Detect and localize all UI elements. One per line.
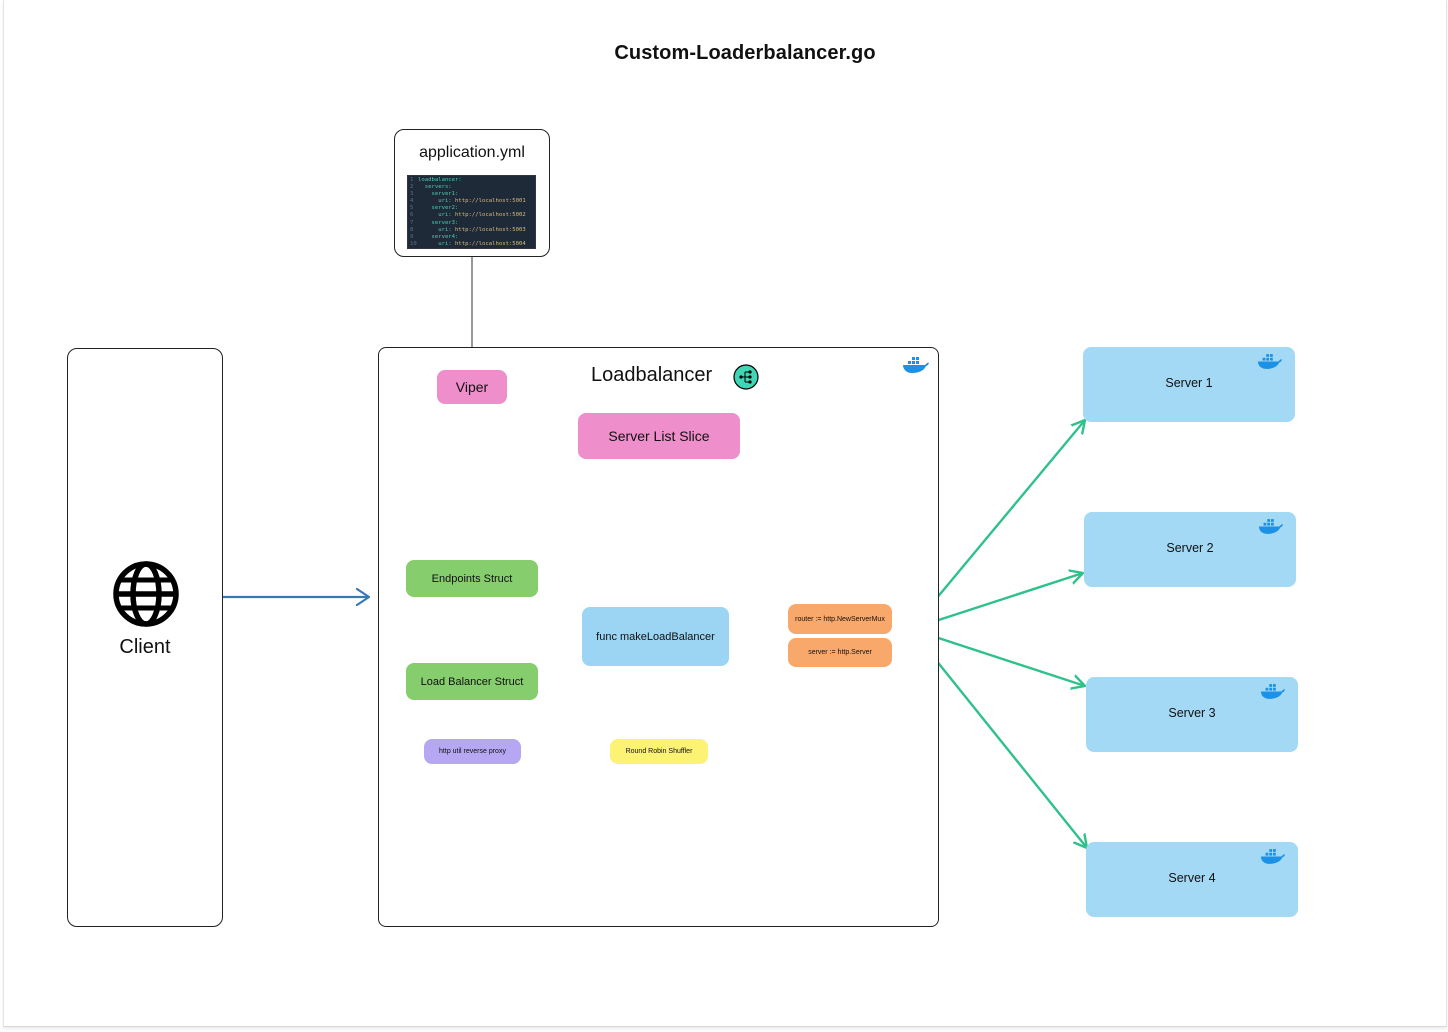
yaml-key: uri: [418,240,456,247]
yaml-code-line: 9 server4: [410,234,535,241]
yaml-code-line: 6 uri: http://localhost:5002 [410,212,535,219]
docker-whale-icon [903,357,929,373]
yaml-line-number: 5 [410,205,414,212]
reverse-proxy-node[interactable]: http util reverse proxy [424,739,521,764]
yaml-key: uri: [418,226,456,233]
yaml-key: server3: [418,219,459,226]
yaml-key: servers: [418,184,452,191]
load-balancer-struct-node[interactable]: Load Balancer Struct [406,663,538,700]
yaml-code-line: 7 server3: [410,220,535,227]
make-load-balancer-node[interactable]: func makeLoadBalancer [582,607,729,666]
router-node[interactable]: router := http.NewServerMux [788,604,892,634]
yaml-code-line: 8 uri: http://localhost:5003 [410,227,535,234]
globe-icon [113,561,179,627]
docker-whale-icon [1260,684,1286,699]
server-3-node[interactable]: Server 3 [1086,677,1298,752]
yaml-line-number: 3 [410,191,414,198]
client-panel[interactable]: Client [67,348,223,927]
loadbalancer-label: Loadbalancer [591,364,713,386]
yaml-code-line: 5 server2: [410,205,535,212]
yaml-line-number: 2 [410,184,414,191]
docker-whale-icon [1257,354,1283,369]
yaml-key: server2: [418,205,459,212]
yaml-value: http://localhost:5003 [455,226,526,233]
yaml-line-number: 6 [410,212,414,219]
yaml-key: server1: [418,191,459,198]
network-hub-icon [733,364,759,390]
server-1-node[interactable]: Server 1 [1083,347,1295,422]
yaml-key: uri: [418,212,456,219]
yaml-key: server4: [418,233,459,240]
yaml-key: loadbalancer: [418,177,462,183]
yaml-line-number: 8 [410,226,414,233]
server-4-node[interactable]: Server 4 [1086,842,1298,917]
yaml-line-number: 7 [410,219,414,226]
yaml-line-number: 4 [410,198,414,205]
docker-whale-icon [1260,849,1286,864]
endpoints-struct-node[interactable]: Endpoints Struct [406,560,538,597]
yaml-value: http://localhost:5004 [455,240,526,247]
viper-node[interactable]: Viper [437,370,507,404]
http-server-node[interactable]: server := http.Server [788,638,892,667]
server-3-label: Server 3 [1168,706,1216,720]
server-2-node[interactable]: Server 2 [1084,512,1296,587]
yaml-line-number: 1 [410,177,414,183]
yaml-code-line: 1 loadbalancer: [410,177,535,184]
server-list-slice-node[interactable]: Server List Slice [578,413,740,459]
yaml-value: http://localhost:5001 [455,198,526,205]
yaml-code-line: 4 uri: http://localhost:5001 [410,198,535,205]
server-2-label: Server 2 [1166,541,1214,555]
server-4-label: Server 4 [1168,871,1216,885]
yaml-line-number: 9 [410,233,414,240]
yaml-code-line: 10 uri: http://localhost:5004 [410,241,535,248]
diagram-title: Custom-Loaderbalancer.go [614,42,876,64]
yaml-code-line: 3 server1: [410,191,535,198]
yaml-line-number: 10 [410,240,417,247]
yaml-code-line: 2 servers: [410,184,535,191]
client-label: Client [119,636,171,658]
round-robin-node[interactable]: Round Robin Shuffler [610,739,708,764]
server-1-label: Server 1 [1165,376,1213,390]
yaml-value: http://localhost:5002 [455,212,526,219]
yaml-key: uri: [418,198,456,205]
config-file-label: application.yml [419,144,525,161]
docker-whale-icon [1258,519,1284,534]
